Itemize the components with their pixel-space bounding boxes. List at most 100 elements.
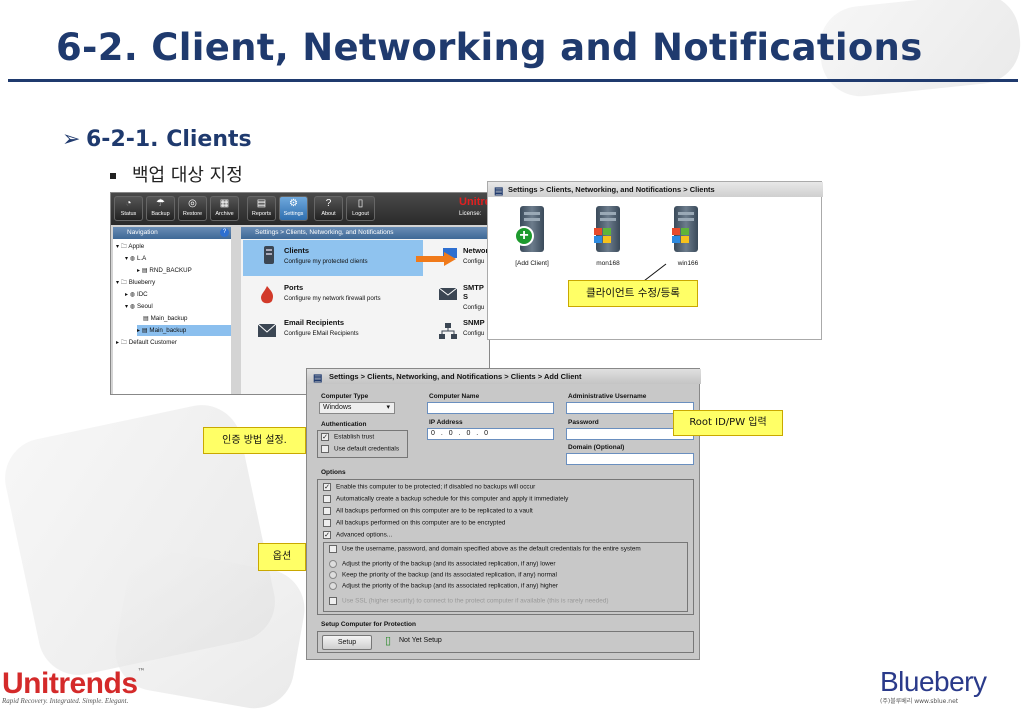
folder-icon: 🗀 — [120, 339, 128, 346]
domain-label: Domain (Optional) — [568, 444, 625, 451]
ip-address-input[interactable]: 0 . 0 . 0 . 0 — [427, 428, 554, 440]
toolbar: ◔Status ☂Backup ◎Restore ▦Archive ▤Repor… — [111, 193, 489, 225]
folder-icon: 🗀 — [120, 279, 128, 286]
backup-button[interactable]: ☂Backup — [146, 196, 175, 221]
tree-node[interactable]: ▸ 🗀 Default Customer — [116, 339, 177, 346]
use-default-credentials-checkbox[interactable]: Use default credentials — [321, 445, 399, 453]
authentication-group — [317, 430, 408, 458]
add-client-icon[interactable]: + — [514, 206, 544, 252]
checkbox-icon — [329, 597, 337, 605]
option-checkbox[interactable]: Automatically create a backup schedule f… — [323, 495, 568, 503]
sub-bullet-text: 백업 대상 지정 — [132, 165, 243, 186]
snmp-icon — [439, 323, 457, 339]
admin-username-input[interactable] — [566, 402, 694, 414]
priority-normal-radio[interactable]: Keep the priority of the backup (and its… — [329, 571, 557, 579]
server-icon — [264, 246, 274, 264]
option-checkbox[interactable]: ✓Enable this computer to be protected; i… — [323, 483, 536, 491]
help-icon: ? — [325, 198, 332, 209]
computer-type-select[interactable]: Windows▾ — [319, 402, 395, 414]
establish-trust-checkbox[interactable]: ✓Establish trust — [321, 433, 375, 441]
status-icon: ◔ — [125, 198, 132, 209]
about-button[interactable]: ?About — [314, 196, 343, 221]
reports-icon: ▤ — [256, 198, 267, 209]
help-icon[interactable]: ? — [220, 228, 229, 237]
chevron-down-icon: ▾ — [386, 404, 390, 411]
settings-breadcrumb: Settings > Clients, Networking, and Noti… — [241, 227, 489, 239]
logout-button[interactable]: ▯Logout — [346, 196, 375, 221]
clients-breadcrumb: ▤ Settings > Clients, Networking, and No… — [488, 182, 823, 197]
restore-button[interactable]: ◎Restore — [178, 196, 207, 221]
archive-button[interactable]: ▦Archive — [210, 196, 239, 221]
tree-node-selected[interactable]: ▸ ▤ Main_backup — [137, 325, 231, 336]
callout-auth: 인증 방법 설정. — [203, 427, 306, 454]
archive-icon: ▦ — [219, 198, 230, 209]
advanced-options-group — [323, 542, 688, 612]
folder-icon: 🗀 — [120, 243, 128, 250]
email-icon — [257, 323, 277, 337]
network-icon — [443, 248, 457, 258]
checkbox-icon — [321, 445, 329, 453]
client-server-icon[interactable] — [594, 206, 620, 252]
reports-button[interactable]: ▤Reports — [247, 196, 276, 221]
sub-bullet: 백업 대상 지정 — [110, 161, 243, 187]
add-client-window: ▤ Settings > Clients, Networking, and No… — [306, 368, 701, 660]
checkbox-icon: ✓ — [321, 433, 329, 441]
advanced-options-checkbox[interactable]: ✓Advanced options... — [323, 531, 393, 539]
client-server-icon[interactable] — [672, 206, 698, 252]
callout-client-edit: 클라이언트 수정/등록 — [568, 280, 698, 307]
tree-node[interactable]: ▾ ◍ L.A — [125, 255, 147, 262]
logout-icon: ▯ — [357, 198, 364, 209]
plus-icon: + — [514, 226, 534, 246]
client-label[interactable]: [Add Client] — [515, 260, 549, 267]
server-icon: ▤ — [494, 186, 504, 197]
bluebery-logo: Bluebery (주)블루베리 www.sblue.net — [880, 666, 987, 705]
options-label: Options — [321, 469, 346, 476]
orange-arrow-icon — [416, 252, 456, 266]
checkbox-icon: ✓ — [323, 483, 331, 491]
radio-icon — [329, 582, 337, 590]
client-label[interactable]: win166 — [677, 260, 699, 267]
navigation-header: Navigation ? — [113, 227, 231, 239]
callout-root: Root ID/PW 입력 — [673, 410, 783, 436]
globe-icon: ◍ — [129, 303, 136, 310]
setup-label: Setup Computer for Protection — [321, 621, 416, 628]
clients-window: ▤ Settings > Clients, Networking, and No… — [487, 181, 823, 340]
client-label[interactable]: mon168 — [596, 260, 620, 267]
checkbox-icon — [323, 495, 331, 503]
option-checkbox[interactable]: All backups performed on this computer a… — [323, 519, 505, 527]
server-icon: ▤ — [313, 373, 323, 384]
radio-icon — [329, 560, 337, 568]
option-checkbox[interactable]: All backups performed on this computer a… — [323, 507, 533, 515]
use-credentials-checkbox[interactable]: Use the username, password, and domain s… — [329, 545, 641, 553]
priority-higher-radio[interactable]: Adjust the priority of the backup (and i… — [329, 582, 558, 590]
navigation-title: Navigation — [127, 229, 158, 236]
computer-name-input[interactable] — [427, 402, 554, 414]
lifebuoy-icon: ◎ — [188, 198, 197, 209]
tree-node[interactable]: ▾ 🗀 Blueberry — [116, 279, 156, 286]
tree-node[interactable]: ▸ ▤ RND_BACKUP — [137, 267, 192, 274]
options-group — [317, 479, 694, 615]
status-button[interactable]: ◔Status — [114, 196, 143, 221]
tree-node[interactable]: ▤ Main_backup — [143, 315, 188, 322]
computer-name-label: Computer Name — [429, 393, 480, 400]
firewall-icon — [261, 286, 274, 304]
tree-node[interactable]: ▸ ◍ IDC — [125, 291, 148, 298]
setup-button[interactable]: Setup — [322, 635, 372, 650]
tree-node[interactable]: ▾ 🗀 Apple — [116, 243, 145, 250]
windows-logo-icon — [672, 228, 690, 244]
computer-type-label: Computer Type — [321, 393, 369, 400]
settings-button[interactable]: ⚙Settings — [279, 196, 308, 221]
unitrends-app-window: ◔Status ☂Backup ◎Restore ▦Archive ▤Repor… — [110, 192, 490, 395]
priority-lower-radio[interactable]: Adjust the priority of the backup (and i… — [329, 560, 555, 568]
ssl-checkbox[interactable]: Use SSL (higher security) to connect to … — [329, 597, 609, 605]
radio-icon — [329, 571, 337, 579]
domain-input[interactable] — [566, 453, 694, 465]
bullet-heading-text: 6-2-1. Clients — [86, 127, 252, 152]
tree-node[interactable]: ▾ ◍ Seoul — [125, 303, 153, 310]
